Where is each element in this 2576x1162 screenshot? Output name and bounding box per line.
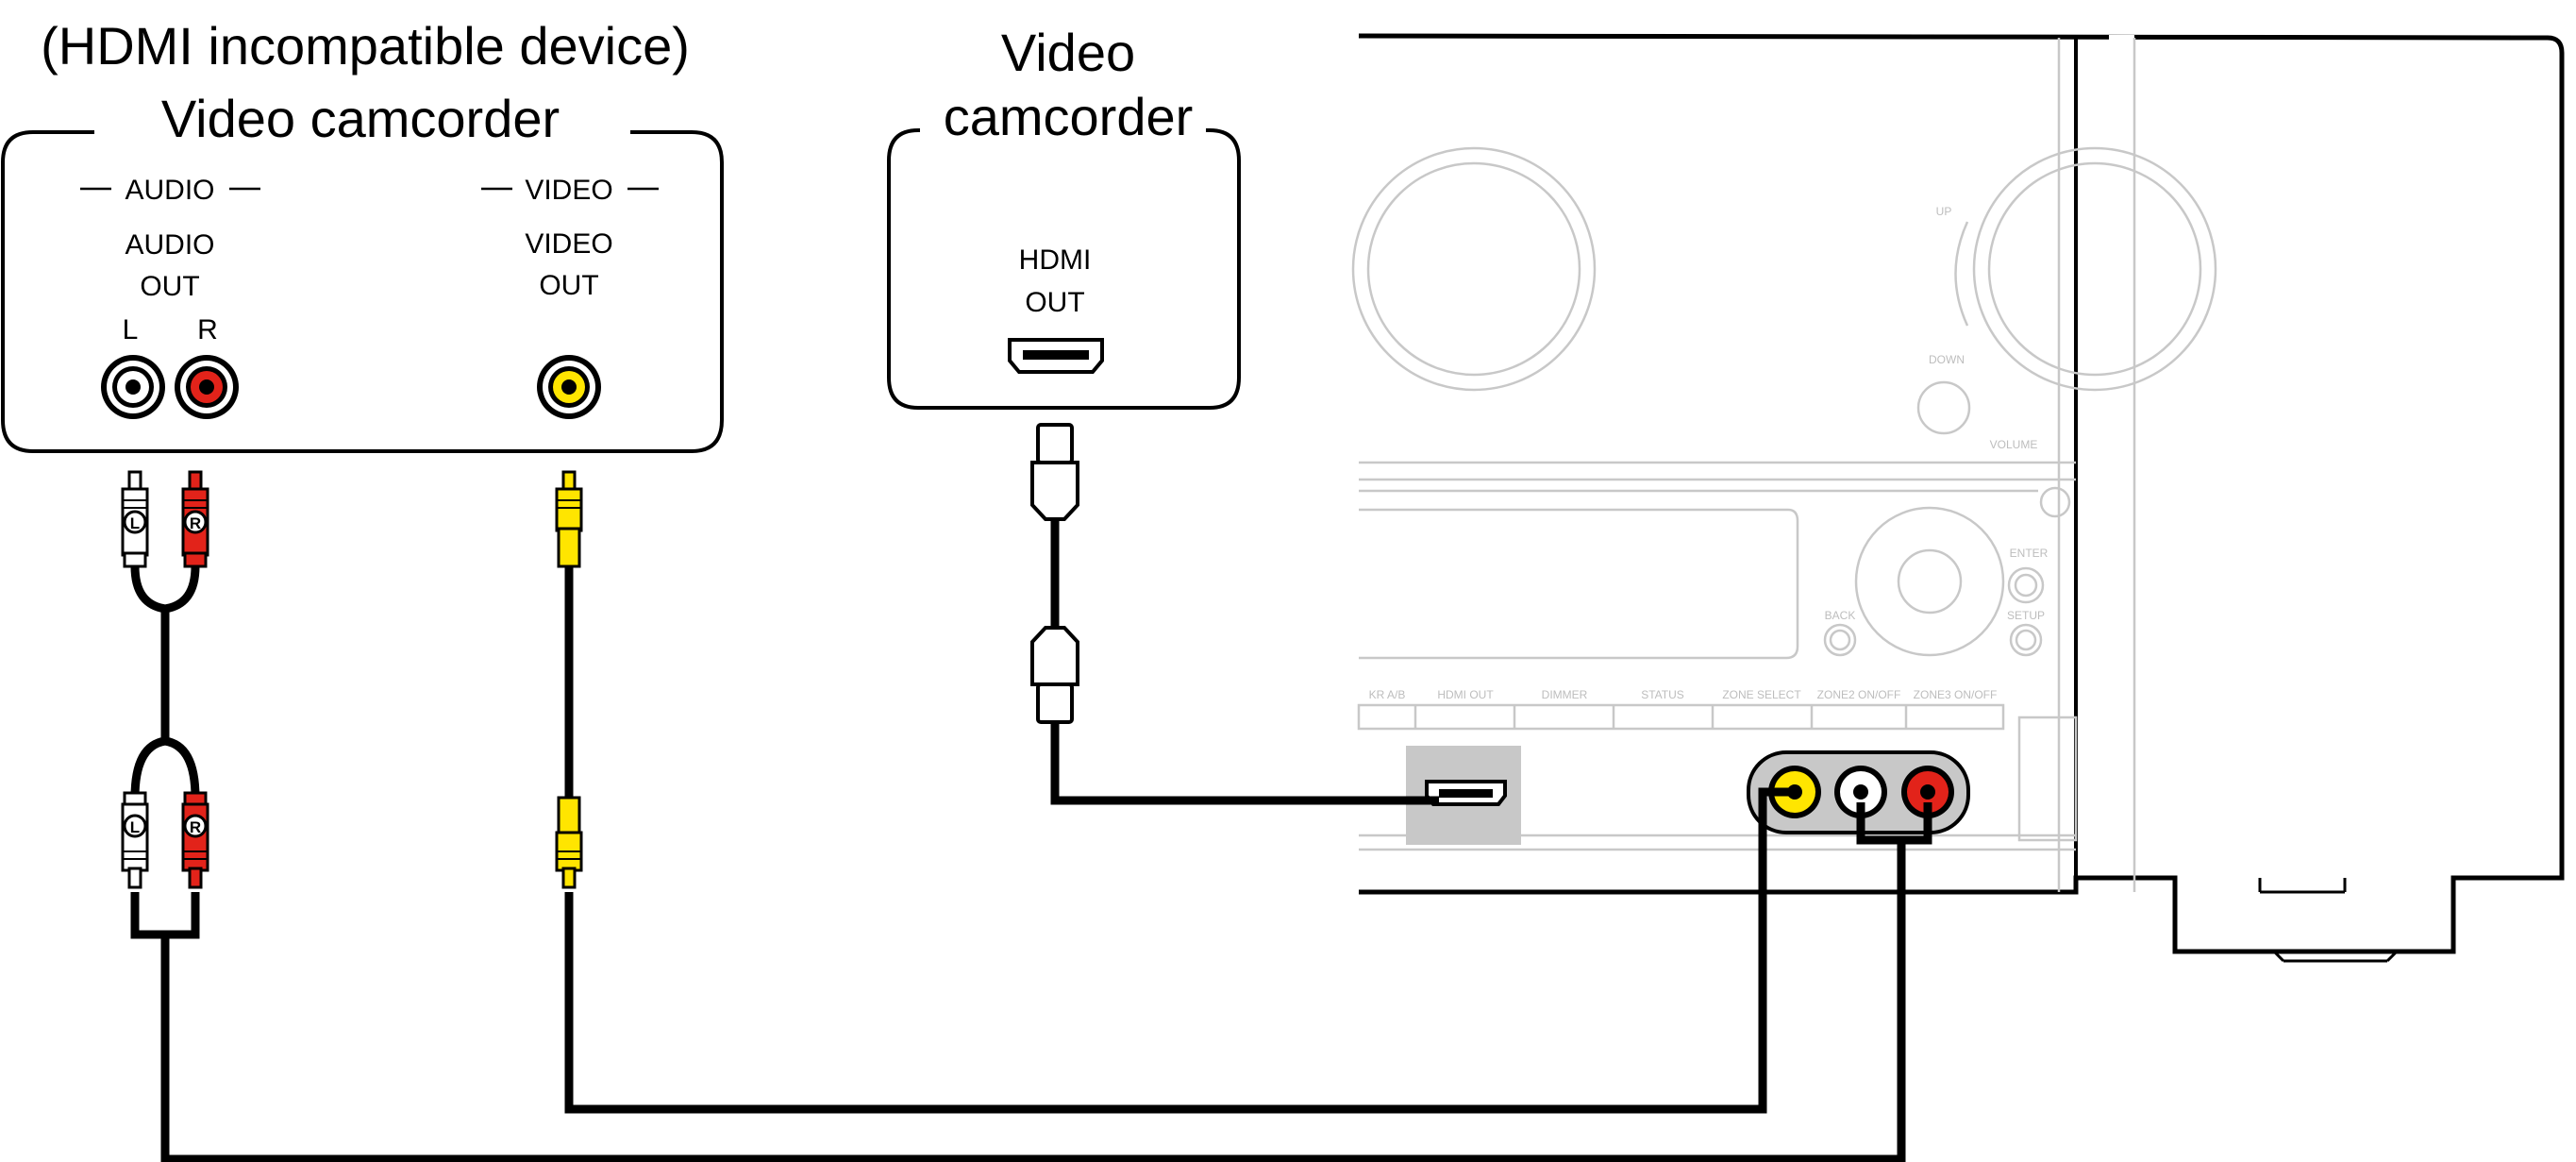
plug-l-letter-bottom: L	[130, 818, 140, 836]
hdmi-device-box	[887, 128, 1241, 410]
enter-button	[2007, 566, 2045, 604]
button-label-status: STATUS	[1641, 688, 1684, 701]
hdmi-out-label-1: HDMI	[1019, 244, 1092, 276]
up-label: UP	[1936, 205, 1952, 218]
down-button	[1916, 380, 1971, 435]
button-label-kr-ab: KR A/B	[1369, 688, 1406, 701]
receiver-hdmi-input	[1406, 746, 1521, 845]
hdmi-cable	[1030, 423, 1439, 805]
button-label-dimmer: DIMMER	[1542, 688, 1588, 701]
volume-knob	[1954, 146, 2217, 392]
audio-out-r-jack	[175, 355, 239, 419]
device-box	[1, 130, 724, 453]
button-label-hdmi-out: HDMI OUT	[1437, 688, 1494, 701]
video-out-label-1: VIDEO	[525, 228, 612, 260]
video-header: VIDEO	[525, 175, 612, 206]
audio-l-label: L	[123, 314, 139, 345]
cursor-dial	[1854, 506, 2005, 657]
hdmi-device-name-1: Video	[1001, 23, 1135, 82]
video-out-label-2: OUT	[539, 270, 598, 301]
display-window	[1359, 508, 1799, 660]
receiver-av-input-block	[1747, 750, 1970, 834]
button-label-zone2: ZONE2 ON/OFF	[1817, 688, 1901, 701]
front-button-row: KR A/B HDMI OUT DIMMER STATUS ZONE SELEC…	[1357, 688, 2005, 731]
button-label-zone3: ZONE3 ON/OFF	[1914, 688, 1998, 701]
plug-r-letter-top: R	[190, 514, 201, 532]
setup-button	[2009, 623, 2043, 657]
video-out-jack	[537, 355, 601, 419]
hdmi-out-port	[1008, 338, 1104, 374]
button-label-zone-select: ZONE SELECT	[1722, 688, 1801, 701]
input-selector-knob	[1351, 146, 1597, 392]
audio-cable-bottom-plugs: L R	[121, 791, 209, 889]
back-label: BACK	[1825, 609, 1856, 622]
plug-r-letter-bottom: R	[190, 818, 201, 836]
audio-header: AUDIO	[125, 175, 214, 206]
down-label: DOWN	[1929, 353, 1965, 366]
audio-out-label-1: AUDIO	[125, 229, 214, 261]
setup-label: SETUP	[2007, 609, 2045, 622]
audio-cable	[130, 565, 200, 799]
audio-out-l-jack	[101, 355, 165, 419]
plug-l-letter-top: L	[130, 514, 140, 532]
enter-label: ENTER	[2010, 547, 2049, 560]
video-cable	[555, 470, 1795, 1114]
device-note: (HDMI incompatible device)	[41, 16, 690, 76]
back-button	[1823, 623, 1857, 657]
hdmi-camcorder: Video camcorder HDMI OUT	[887, 23, 1241, 410]
audio-r-label: R	[197, 314, 218, 345]
audio-cable-run	[130, 802, 1932, 1162]
audio-cable-top-plugs: L R	[121, 470, 209, 568]
hdmi-out-label-2: OUT	[1025, 287, 1084, 318]
device-name: Video camcorder	[161, 89, 560, 148]
av-receiver: UP DOWN VOLUME ENTER BACK SETUP KR A/B	[1351, 33, 2565, 963]
volume-label: VOLUME	[1990, 438, 2038, 451]
left-camcorder: (HDMI incompatible device) Video camcord…	[1, 16, 724, 453]
audio-out-label-2: OUT	[140, 271, 199, 302]
hdmi-device-name-2: camcorder	[944, 87, 1194, 146]
